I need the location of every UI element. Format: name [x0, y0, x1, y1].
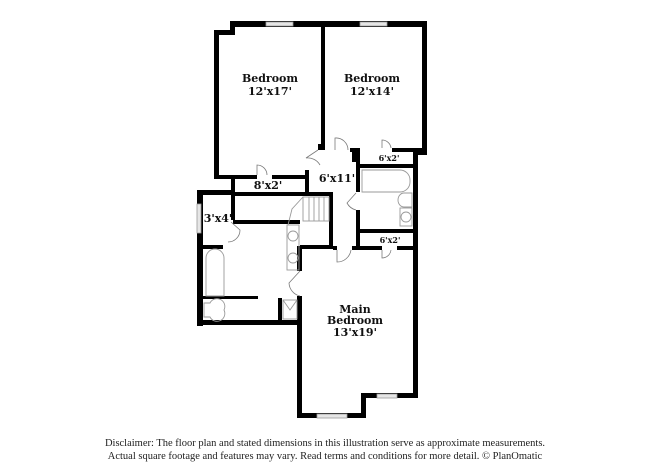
room-dims-hallway: 6'x11': [319, 172, 355, 185]
window-linen: [196, 203, 202, 234]
room-dims-main-bedroom: 13'x19': [333, 326, 377, 339]
room-name-bedroom-1: Bedroom: [242, 72, 298, 85]
doors: [227, 137, 392, 297]
windows: [196, 21, 398, 419]
room-labels: Bedroom 12'x17' Bedroom 12'x14' 6'x11' 8…: [204, 72, 401, 339]
window-bedroom-1: [265, 21, 294, 27]
room-dims-bedroom-1: 12'x17': [248, 85, 292, 98]
disclaimer-line-1: Disclaimer: The floor plan and stated di…: [104, 438, 546, 449]
vanity-icon: [286, 224, 300, 271]
toilet-icon: [397, 192, 413, 208]
disclaimer: Disclaimer: The floor plan and stated di…: [0, 437, 650, 463]
disclaimer-line-2: Actual square footage and features may v…: [107, 451, 543, 462]
sink-icon: [399, 207, 413, 227]
fixtures: [203, 169, 413, 322]
room-dims-closet-bedroom-1: 8'x2': [254, 179, 283, 192]
room-name-main-bedroom-line2: Bedroom: [327, 314, 383, 327]
room-dims-linen: 3'x4': [204, 212, 233, 225]
toilet-icon: [203, 298, 226, 322]
room-dims-closet-hall: 6'x2': [380, 235, 401, 245]
room-name-bedroom-2: Bedroom: [344, 72, 400, 85]
window-bedroom-2: [359, 21, 388, 27]
room-name-main-bedroom-line1: Main: [339, 303, 370, 316]
room-dims-closet-bedroom-2: 6'x2': [379, 153, 400, 163]
window-main-bottom: [316, 413, 348, 419]
shower-icon: [282, 299, 298, 320]
room-dims-bedroom-2: 12'x14': [350, 85, 394, 98]
bathtub-icon: [361, 169, 411, 193]
window-main-step: [376, 393, 398, 399]
bathtub-icon: [205, 248, 225, 297]
stairs-icon: [287, 196, 330, 226]
